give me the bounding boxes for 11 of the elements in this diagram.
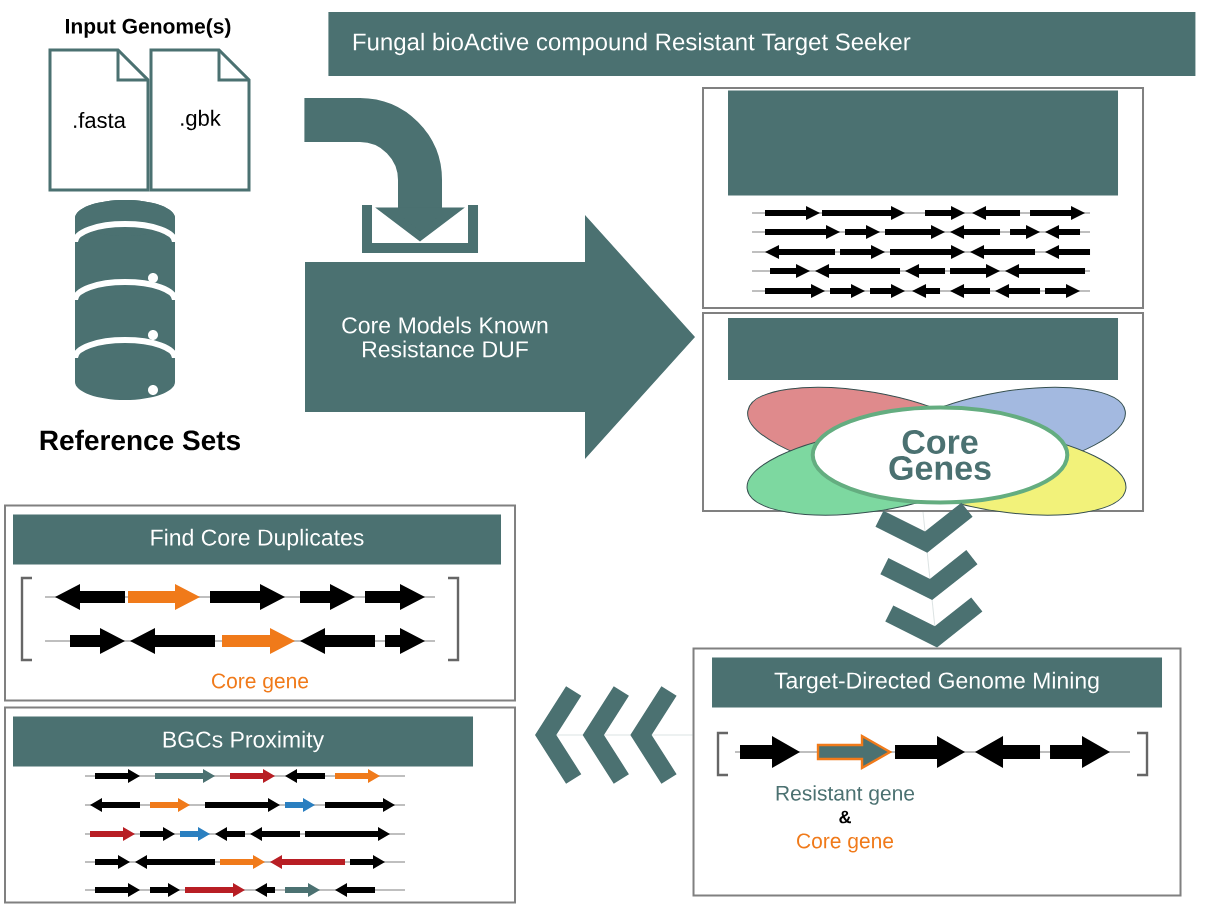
header-band [728, 318, 1118, 380]
caption-text: Reference Sets [40, 429, 240, 451]
header-band [728, 90, 1118, 196]
gene-label: Resistant gene [776, 785, 915, 805]
panel-box: BGCs Proximity [4, 706, 516, 904]
gene-label: & [839, 810, 851, 824]
heading-text: Input Genome(s) [66, 18, 231, 38]
gene-label: Core gene [212, 673, 309, 693]
database-cylinder [72, 200, 178, 400]
title-band: Fungal bioActive compound Resistant Target Seeker [328, 12, 1196, 76]
gene-label: Core gene [797, 833, 894, 853]
